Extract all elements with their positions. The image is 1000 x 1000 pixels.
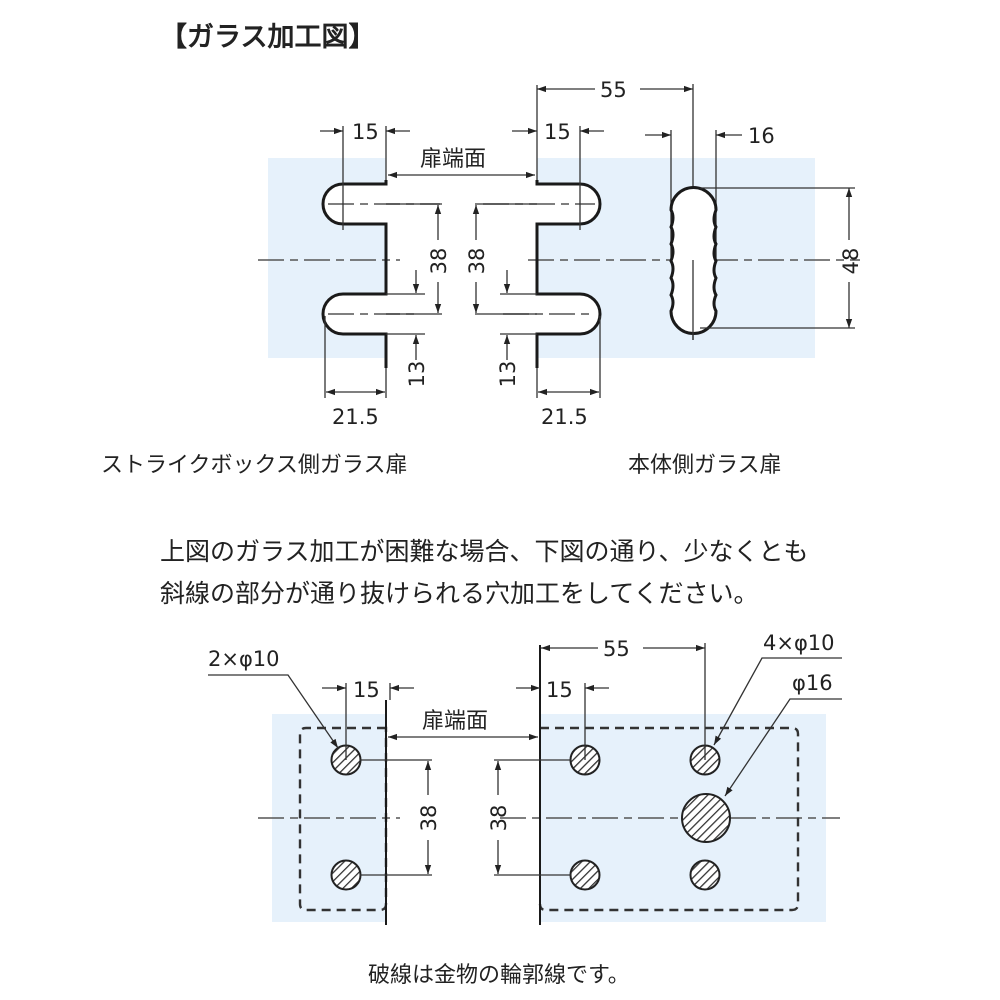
- dim-right-15: 15: [544, 120, 571, 144]
- footnote: 破線は金物の輪郭線です。: [368, 963, 630, 988]
- dim-55-top: 55: [600, 78, 627, 102]
- strike-side-cut-outline: [321, 180, 388, 368]
- dim-right-13: 13: [496, 361, 520, 388]
- dim-right-38-top: 38: [465, 248, 489, 275]
- instruction-line-2: 斜線の部分が通り抜けられる穴加工をしてください。: [160, 579, 759, 608]
- dim-left-15: 15: [352, 120, 379, 144]
- dim-right-15-bottom: 15: [546, 678, 573, 702]
- dim-16: 16: [748, 124, 775, 148]
- strike-hardware-outline: [298, 726, 388, 912]
- top-figure: 15 15 扉端面 55 16 48 38: [101, 78, 863, 478]
- dim-left-21-5: 21.5: [332, 405, 379, 429]
- instruction-line-1: 上図のガラス加工が困難な場合、下図の通り、少なくとも: [160, 537, 809, 566]
- dim-left-38-bottom: 38: [417, 805, 441, 832]
- dim-right-21-5: 21.5: [541, 405, 588, 429]
- dim-55-bottom: 55: [603, 637, 630, 661]
- body-side-cut-outline-strike: [535, 180, 602, 368]
- hole-phi10: [330, 859, 362, 891]
- leader-4xphi10: [713, 657, 842, 746]
- page-title: 【ガラス加工図】: [160, 22, 375, 53]
- door-edge-label-top: 扉端面: [420, 147, 486, 172]
- dim-left-15-bottom: 15: [353, 678, 380, 702]
- door-edge-label-bottom: 扉端面: [422, 709, 488, 734]
- dim-left-13: 13: [405, 361, 429, 388]
- body-side-label: 本体側ガラス扉: [628, 453, 782, 478]
- dim-48: 48: [839, 248, 863, 275]
- leader-phi16: [724, 698, 842, 797]
- hole-phi16: [681, 793, 731, 843]
- dim-left-38-top: 38: [427, 248, 451, 275]
- leader-2xphi10: [208, 674, 339, 749]
- callout-2xphi10: 2×φ10: [208, 647, 280, 671]
- strike-side-label: ストライクボックス側ガラス扉: [101, 453, 407, 478]
- hole-phi10: [689, 859, 721, 891]
- hole-phi10: [569, 859, 601, 891]
- body-hardware-outline: [538, 726, 800, 912]
- callout-4xphi10: 4×φ10: [763, 631, 835, 655]
- dim-right-38-bottom: 38: [487, 805, 511, 832]
- callout-phi16: φ16: [792, 671, 833, 695]
- bottom-figure: 扉端面 15 15 55 38 38: [208, 631, 842, 925]
